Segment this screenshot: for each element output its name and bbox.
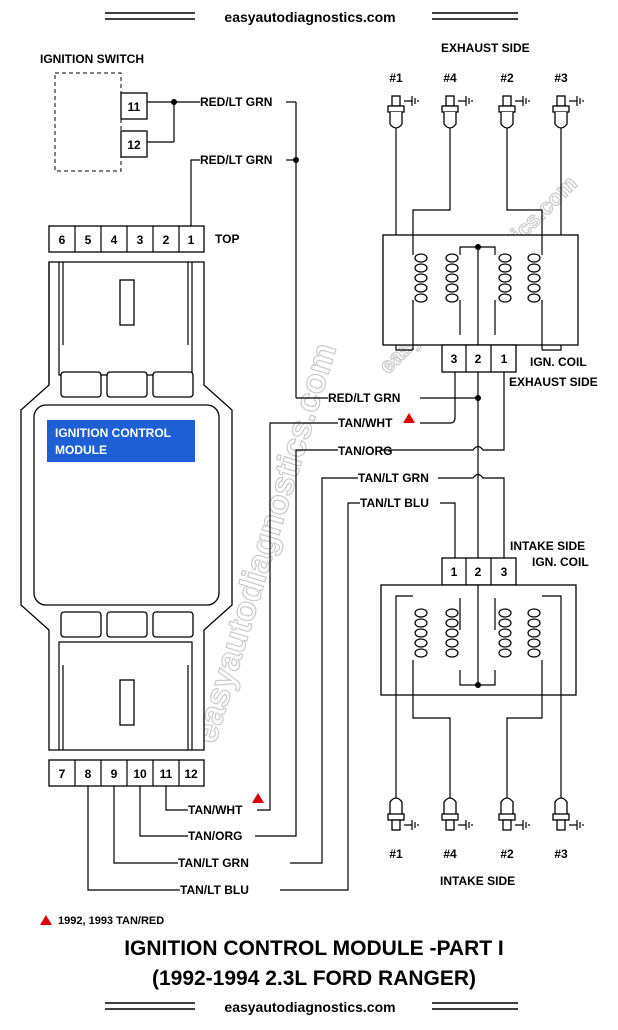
- module-label-box: [47, 420, 195, 462]
- intake-spark-plug-4: [441, 769, 473, 831]
- module-top-connector: 6 5 4 3 2 1 TOP: [48, 225, 239, 253]
- switch-pin-11: [120, 92, 148, 120]
- ignition-switch: IGNITION SWITCH 11 12: [40, 52, 200, 172]
- header: easyautodiagnostics.com: [105, 9, 518, 25]
- module-pin-1: 1: [188, 233, 195, 247]
- exhaust-cyl-2-label: #2: [500, 71, 514, 85]
- note-warning-marker: [40, 915, 52, 925]
- intake-side: INTAKE SIDE IGN. COIL 1 2 3 #1 #4 #2 #3 …: [380, 539, 589, 888]
- intake-cyl-3-label: #3: [554, 847, 568, 861]
- module-label-line2: MODULE: [55, 443, 107, 457]
- intake-spark-plug-2: [498, 769, 530, 831]
- title-line2: (1992-1994 2.3L FORD RANGER): [152, 967, 476, 990]
- module-pin-9: 9: [111, 767, 118, 781]
- exhaust-cyl-1-label: #1: [389, 71, 403, 85]
- wire-label-coil-red-ltgrn: RED/LT GRN: [328, 391, 400, 405]
- intake-side-title: INTAKE SIDE: [440, 874, 515, 888]
- intake-cyl-2-label: #2: [500, 847, 514, 861]
- intake-coil-pin-3: 3: [501, 565, 508, 579]
- wire-label-tan-wht-top: TAN/WHT: [338, 416, 393, 430]
- switch-pin-12-label: 12: [127, 138, 141, 152]
- ignition-control-module: IGNITION CONTROL MODULE: [20, 261, 233, 751]
- module-pin-3: 3: [137, 233, 144, 247]
- exhaust-side: EXHAUST SIDE #1 #4 #2 #3 3 2 1: [382, 41, 598, 389]
- intake-spark-plug-1: [387, 769, 419, 831]
- title-line1: IGNITION CONTROL MODULE -PART I: [124, 937, 504, 960]
- wire-label-tan-org-top: TAN/ORG: [338, 444, 392, 458]
- intake-coil-label-line1: INTAKE SIDE: [510, 539, 585, 553]
- module-top-label: TOP: [215, 232, 239, 246]
- tan-wht-warning-marker-top: [403, 413, 415, 423]
- wire-label-tan-ltblu-bottom: TAN/LT BLU: [180, 883, 249, 897]
- switch-pin-11-label: 11: [128, 100, 141, 114]
- exhaust-spark-plug-1: [387, 95, 419, 157]
- note-text: 1992, 1993 TAN/RED: [58, 915, 164, 927]
- wire-label-module-red-ltgrn: RED/LT GRN: [200, 153, 272, 167]
- intake-spark-plug-3: [552, 769, 584, 831]
- module-pin-5: 5: [85, 233, 92, 247]
- module-pin-10: 10: [133, 767, 147, 781]
- module-pin-4: 4: [111, 233, 118, 247]
- module-pin-6: 6: [59, 233, 66, 247]
- intake-coil-pin-1: 1: [451, 565, 458, 579]
- module-pin-8: 8: [85, 767, 92, 781]
- exhaust-coil-pin-1: 1: [501, 352, 508, 366]
- exhaust-cyl-4-label: #4: [443, 71, 457, 85]
- exhaust-coil-pin-2: 2: [475, 352, 482, 366]
- intake-coil-pin-2: 2: [475, 565, 482, 579]
- module-pin-12: 12: [184, 767, 198, 781]
- ignition-switch-label: IGNITION SWITCH: [40, 52, 144, 66]
- note: 1992, 1993 TAN/RED: [40, 915, 164, 927]
- tan-wht-warning-marker-bottom: [252, 793, 264, 803]
- exhaust-coil-label-line1: IGN. COIL: [530, 355, 587, 369]
- wire-label-tan-ltgrn-bottom: TAN/LT GRN: [178, 856, 249, 870]
- exhaust-coil-label-line2: EXHAUST SIDE: [509, 375, 598, 389]
- wire-label-tan-org-bottom: TAN/ORG: [188, 829, 242, 843]
- exhaust-spark-plug-3: [552, 95, 584, 157]
- footer-site: easyautodiagnostics.com: [224, 999, 395, 1015]
- module-bottom-connector: 7 8 9 10 11 12: [48, 759, 205, 787]
- exhaust-spark-plug-4: [441, 95, 473, 157]
- module-pin-2: 2: [163, 233, 170, 247]
- exhaust-spark-plug-2: [498, 95, 530, 157]
- exhaust-side-title: EXHAUST SIDE: [441, 41, 530, 55]
- wire-label-tan-ltgrn-top: TAN/LT GRN: [358, 471, 429, 485]
- intake-cyl-1-label: #1: [389, 847, 403, 861]
- module-pin-7: 7: [59, 767, 66, 781]
- exhaust-cyl-3-label: #3: [554, 71, 568, 85]
- wire-label-tan-ltblu-top: TAN/LT BLU: [360, 496, 429, 510]
- intake-cyl-4-label: #4: [443, 847, 457, 861]
- exhaust-coil-pack: [382, 234, 579, 346]
- module-pin-11: 11: [160, 767, 173, 781]
- intake-coil-label-line2: IGN. COIL: [532, 555, 589, 569]
- header-site: easyautodiagnostics.com: [224, 9, 395, 25]
- exhaust-coil-pin-3: 3: [451, 352, 458, 366]
- footer: easyautodiagnostics.com: [105, 999, 518, 1015]
- switch-pin-12: [120, 130, 148, 158]
- wire-label-tan-wht-bottom: TAN/WHT: [188, 803, 243, 817]
- wire-label-switch-red-ltgrn: RED/LT GRN: [200, 95, 272, 109]
- module-label-line1: IGNITION CONTROL: [55, 426, 171, 440]
